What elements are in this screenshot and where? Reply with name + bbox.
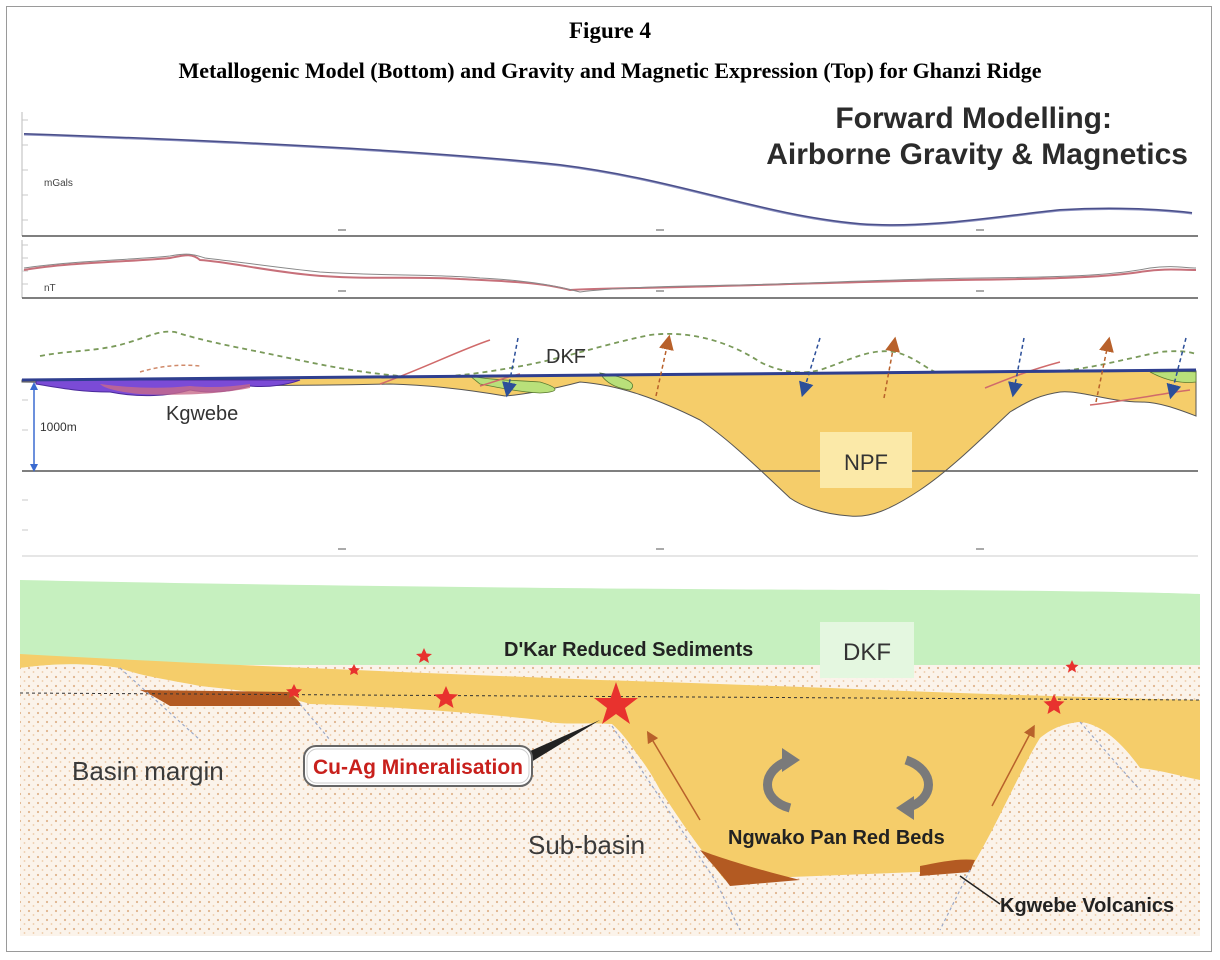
figure-title: Metallogenic Model (Bottom) and Gravity … — [178, 58, 1042, 83]
figure-frame — [6, 6, 1212, 952]
figure-label: Figure 4 — [569, 18, 651, 43]
dotted-profile — [39, 330, 1197, 378]
dkf-label-top: DKF — [546, 346, 586, 368]
model-heading-line2: Airborne Gravity & Magnetics — [766, 138, 1188, 171]
gravity-unit-label: mGals — [44, 178, 73, 189]
basin-margin-label: Basin margin — [72, 756, 224, 786]
kgwebe-volcanics-bottom-left — [700, 850, 800, 886]
star-icon — [1065, 660, 1079, 673]
gravity-curve — [23, 133, 1193, 227]
cu-ag-callout-label: Cu-Ag Mineralisation — [313, 756, 523, 779]
cu-ag-callout-box — [303, 745, 533, 787]
sub-basin-label: Sub-basin — [528, 830, 645, 860]
circulation-arrow-left — [763, 748, 800, 813]
kgwebe-volcanics-bottom-right — [920, 859, 975, 876]
red-beds-basin — [20, 654, 1200, 886]
red-beds-label: Ngwako Pan Red Beds — [728, 827, 945, 849]
kgwebe-label: Kgwebe — [166, 403, 238, 425]
bottom-panel: Cu-Ag Mineralisation D'Kar Reduced Sedim… — [19, 578, 1201, 936]
circulation-arrow-right — [896, 755, 933, 820]
star-icon — [594, 682, 638, 724]
dkf-label-bottom: DKF — [843, 639, 891, 666]
star-icon — [416, 648, 432, 663]
dkar-sediments-label: D'Kar Reduced Sediments — [504, 639, 753, 661]
mineralisation-stars — [286, 648, 1079, 724]
top-panel: mGals nT Forward Modelling: Airborne Gra… — [18, 102, 1200, 557]
star-icon — [1043, 694, 1065, 714]
model-heading-line1: Forward Modelling: — [835, 102, 1112, 135]
depth-scale-label: 1000m — [40, 420, 77, 434]
star-icon — [348, 664, 360, 675]
star-icon — [434, 686, 458, 708]
npf-label: NPF — [844, 450, 888, 475]
magnetic-unit-label: nT — [44, 283, 56, 294]
star-icon — [286, 684, 302, 698]
kgwebe-volcanics-label: Kgwebe Volcanics — [1000, 895, 1174, 917]
